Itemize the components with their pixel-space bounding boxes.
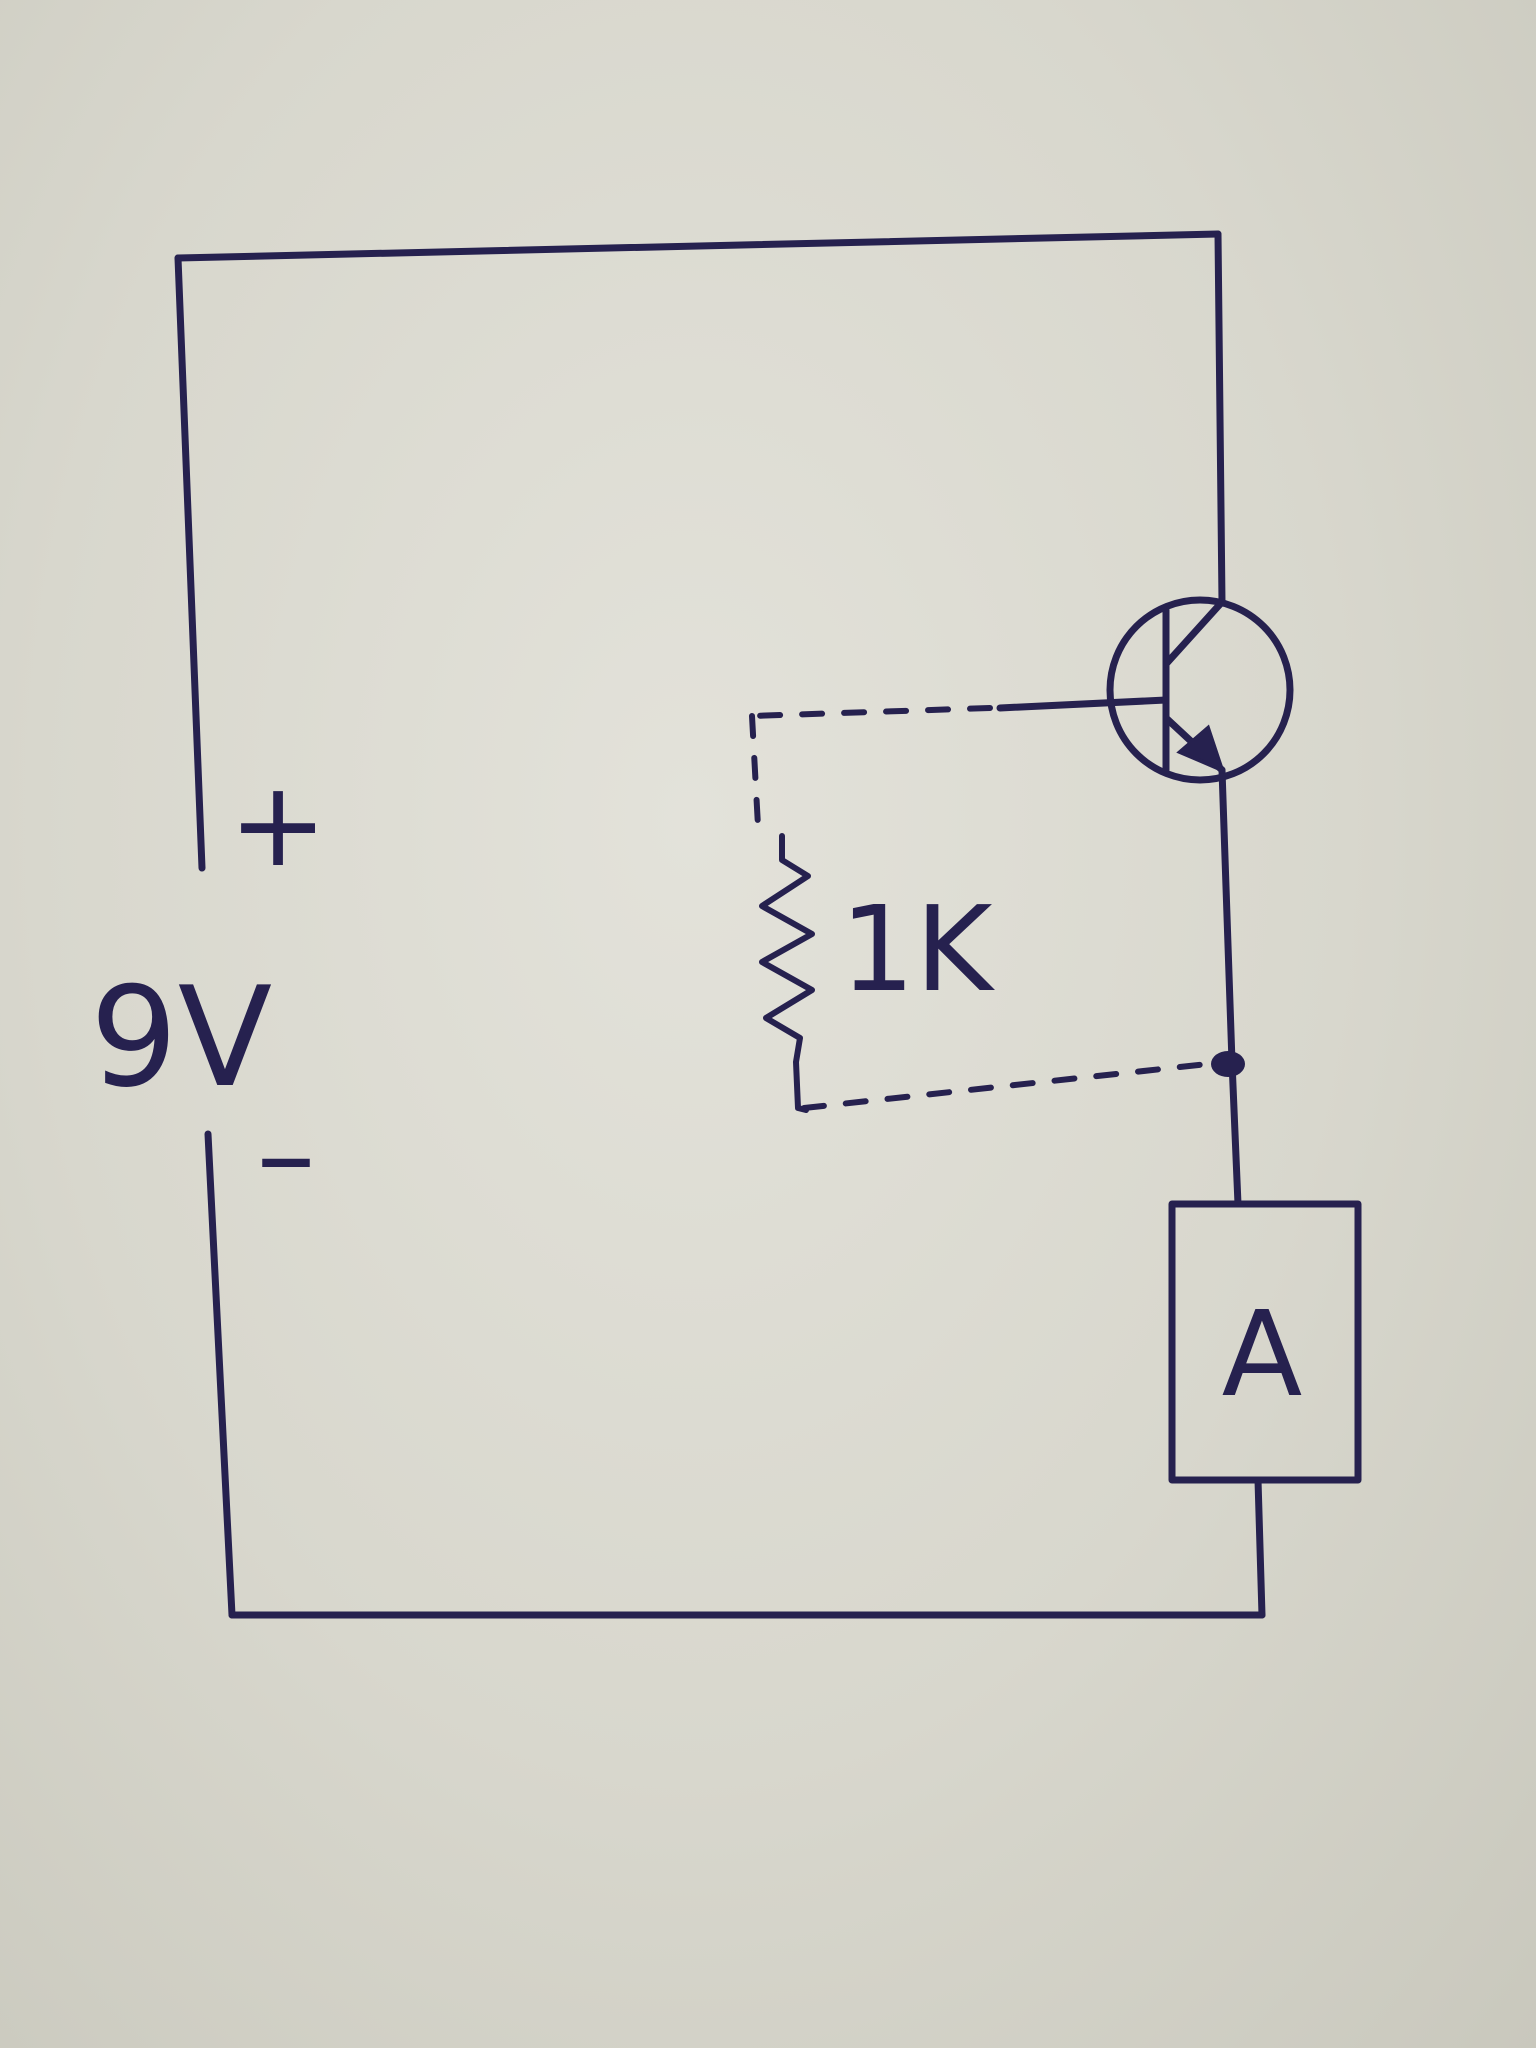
battery-plus-label: + (229, 755, 328, 893)
transistor-collector-lead (1162, 598, 1226, 668)
resistor-value-label: 1K (840, 880, 995, 1018)
resistor-symbol (759, 833, 815, 1113)
battery-voltage-label: 9V (90, 957, 272, 1118)
transistor-circle (1106, 596, 1294, 784)
wire-left-upper (174, 254, 206, 872)
wire-right-middle (1218, 766, 1236, 1066)
junction-dot (1211, 1051, 1245, 1077)
ammeter-label: A (1222, 1285, 1303, 1423)
dashed-wire-left-upper (749, 713, 761, 829)
transistor-symbol (996, 596, 1294, 784)
wire-top (174, 230, 1222, 262)
transistor-emitter-arrow (1176, 724, 1226, 774)
dashed-wire-base (749, 705, 993, 719)
ammeter-box (1168, 1200, 1362, 1484)
wire-left-lower (204, 1130, 236, 1619)
transistor-base-lead (996, 696, 1170, 712)
dashed-wire-bottom (801, 1059, 1229, 1111)
wire-ammeter-bottom (1254, 1476, 1266, 1619)
wire-right-upper (1214, 230, 1226, 606)
battery-minus-label: – (257, 1085, 316, 1223)
wire-right-to-ammeter (1228, 1058, 1242, 1208)
